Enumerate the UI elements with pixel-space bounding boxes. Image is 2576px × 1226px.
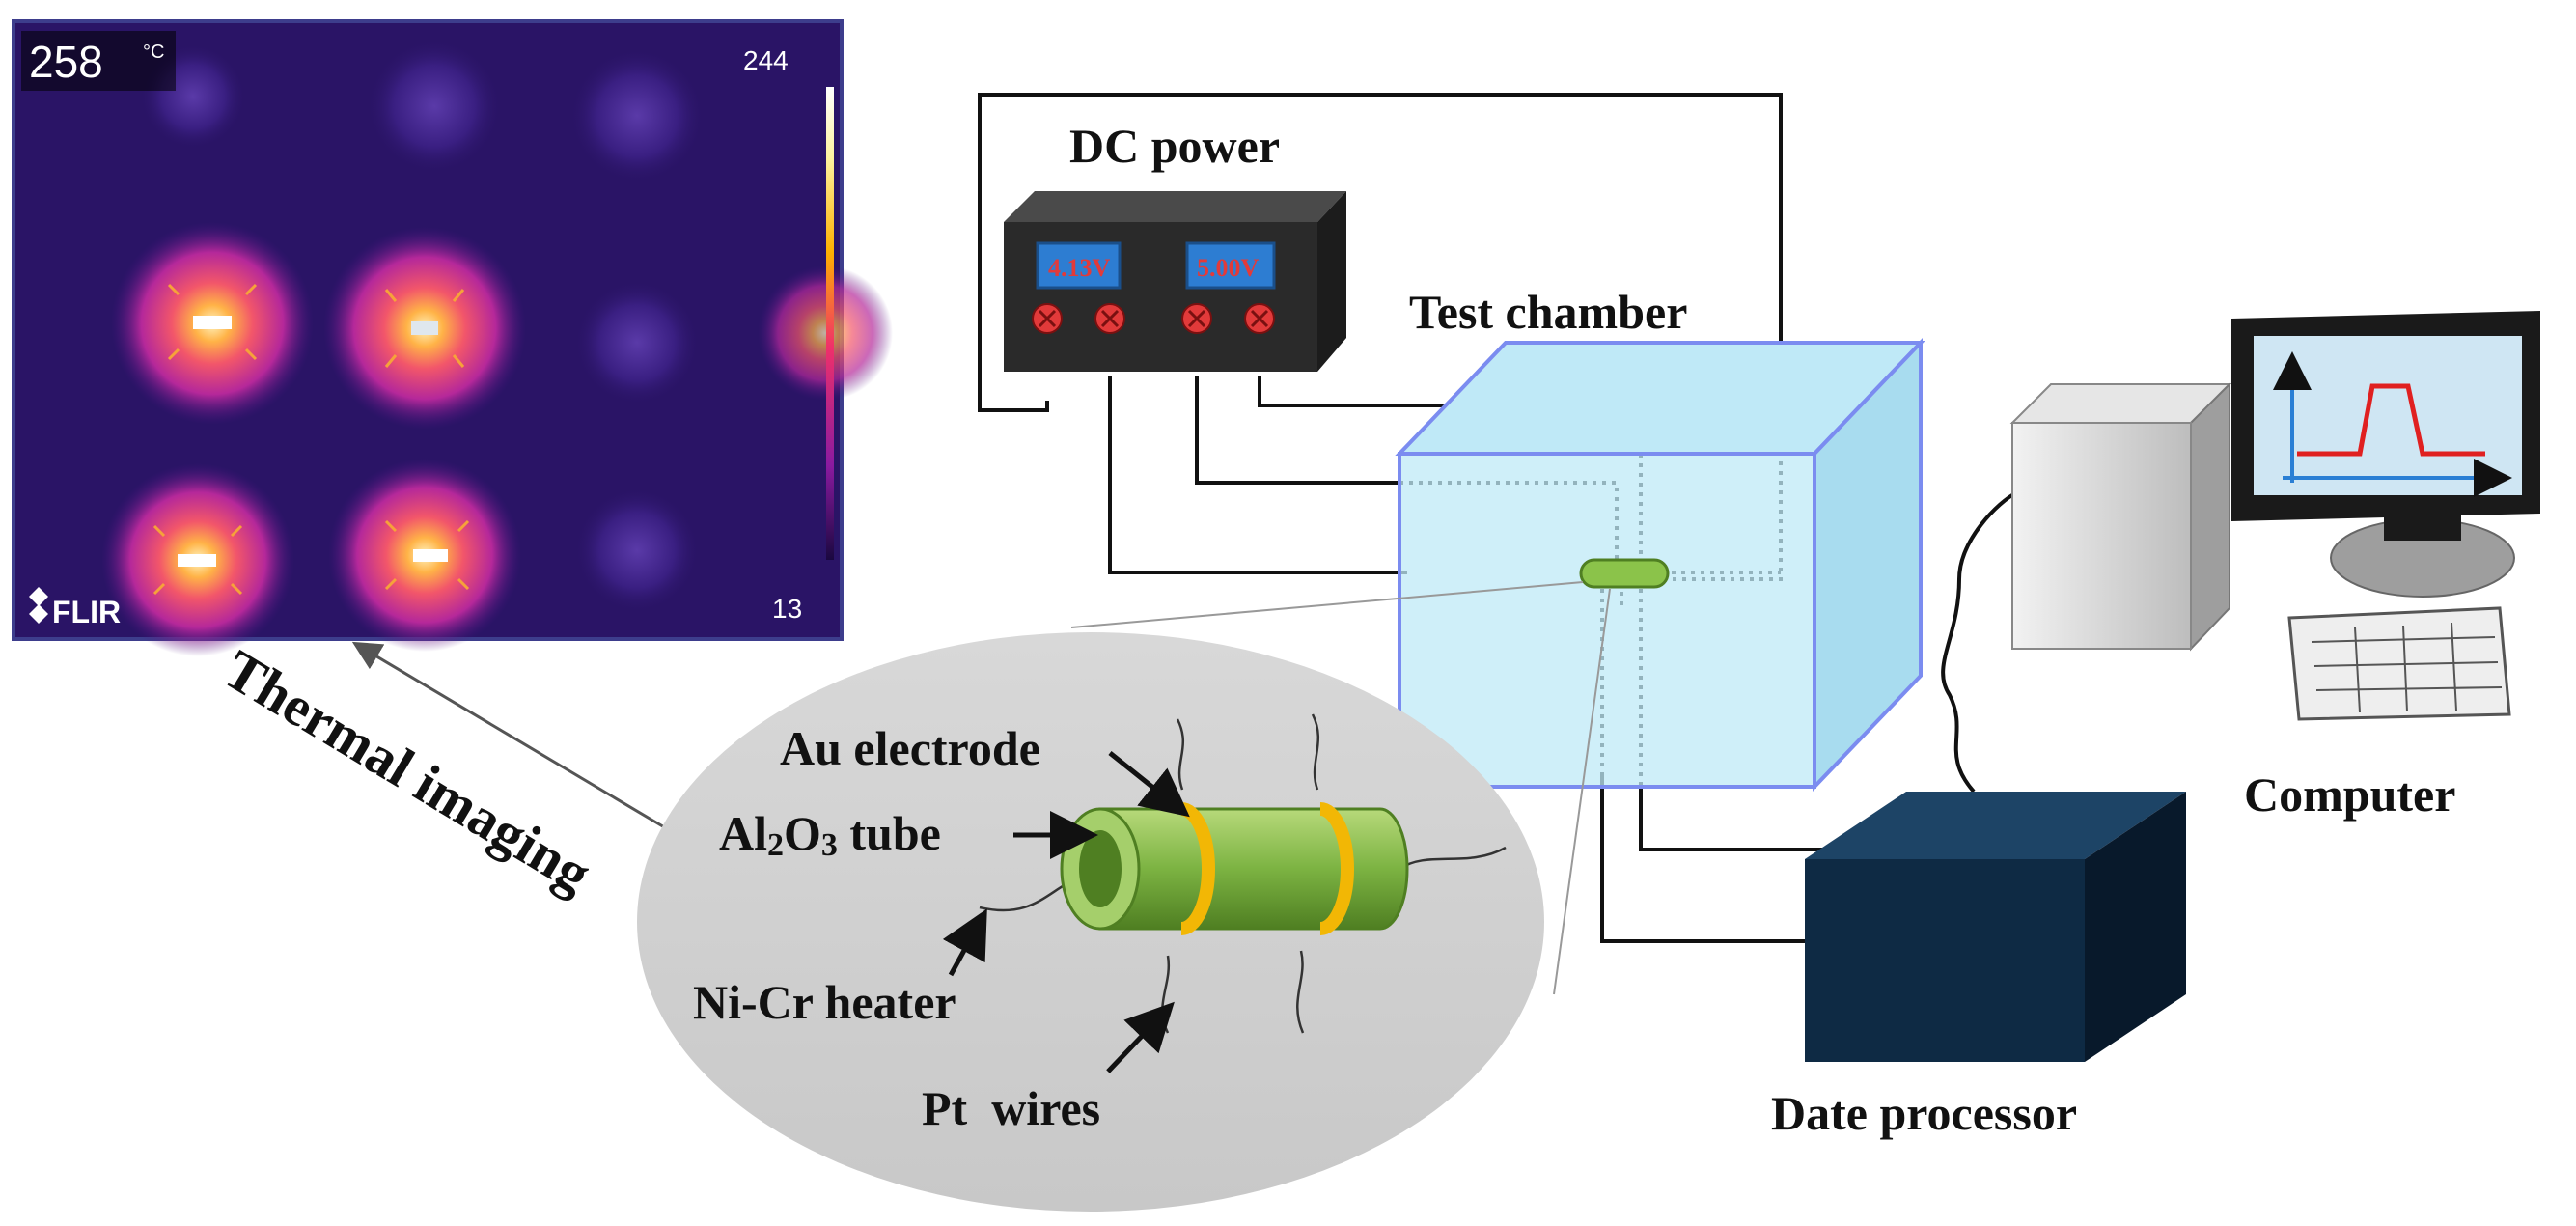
temperature-unit: °C [143, 42, 164, 63]
date-processor: Date processor [1771, 792, 2186, 1140]
temperature-reading: 258 [29, 37, 103, 87]
svg-text:FLIR: FLIR [52, 595, 121, 629]
au-electrode-ring [1319, 802, 1354, 935]
ni-cr-heater-label: Ni-Cr heater [693, 975, 956, 1029]
test-chamber-label: Test chamber [1409, 285, 1687, 339]
dc-power-label: DC power [1069, 119, 1280, 173]
response-curve-icon [2273, 351, 2512, 497]
dc-power-supply: DC power 4.13V 5.00V [1004, 119, 1346, 372]
computer: Computer [2009, 311, 2540, 822]
pt-wires-label: Pt wires [922, 1081, 1100, 1135]
voltage-display-left [1036, 241, 1122, 290]
flir-logo: FLIR [29, 587, 121, 629]
svg-text:4.13V: 4.13V [1048, 254, 1111, 282]
terminal-knobs [1032, 303, 1275, 334]
test-chamber: Test chamber [1395, 285, 1925, 792]
voltage-display-right [1185, 241, 1276, 290]
thermal-image-panel: 258 °C 244 13 FLIR [12, 19, 893, 656]
computer-tower [2011, 422, 2192, 650]
sensor-in-chamber [1579, 558, 1670, 589]
thermal-imaging-label: Thermal imaging [213, 637, 601, 905]
scale-max-value: 244 [743, 45, 789, 75]
au-electrode-ring [1180, 802, 1215, 935]
computer-label: Computer [2244, 767, 2455, 822]
date-processor-label: Date processor [1771, 1086, 2077, 1140]
sensor-detail-view: Au electrode Al2O3 tube Ni-Cr heater Pt … [637, 632, 1544, 1212]
au-electrode-label: Au electrode [780, 721, 1040, 775]
temperature-scale-bar [826, 87, 834, 560]
scale-min-value: 13 [772, 594, 802, 624]
al2o3-tube-label: Al2O3 tube [719, 806, 941, 863]
thermal-imaging-arrow [351, 641, 667, 830]
svg-text:5.00V: 5.00V [1197, 254, 1260, 282]
